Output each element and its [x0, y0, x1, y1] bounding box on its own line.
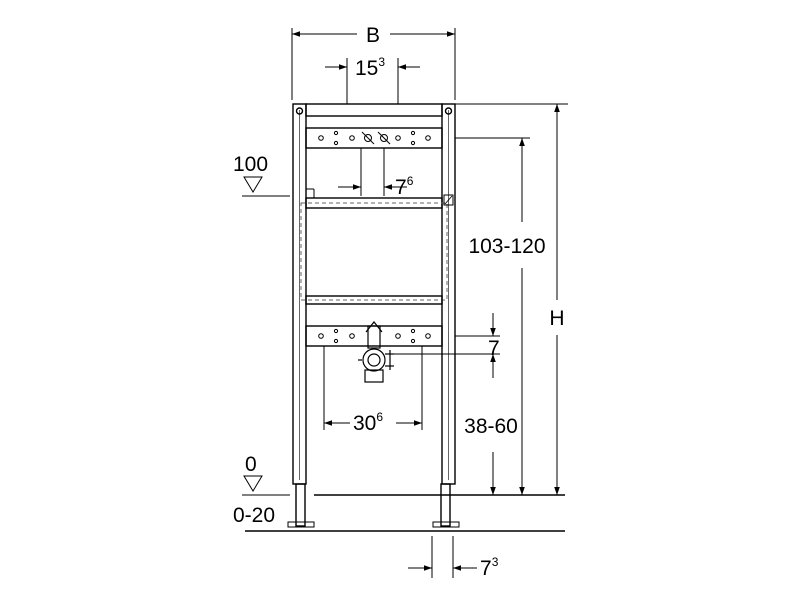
concealed-panel-outline — [300, 202, 448, 301]
label-level-0: 0 — [245, 453, 257, 476]
label-7-lower: 7 — [488, 337, 500, 360]
right-foot — [440, 483, 451, 527]
label-height-h: H — [549, 307, 564, 330]
dimension-height-h — [455, 103, 568, 495]
dimension-7-foot — [408, 536, 477, 578]
installation-frame — [287, 103, 460, 528]
dimension-15 — [325, 58, 420, 104]
label-38-60: 38-60 — [464, 415, 518, 438]
left-foot — [295, 483, 306, 527]
dimension-7-upper — [338, 148, 407, 196]
dimension-103-120 — [455, 137, 530, 495]
level-0-symbol — [243, 475, 263, 492]
lower-mounting-plate — [305, 325, 443, 347]
label-level-0-20: 0-20 — [233, 504, 275, 527]
label-level-100: 100 — [233, 153, 268, 176]
label-30: 306 — [353, 410, 383, 435]
upper-mounting-plate — [305, 127, 443, 149]
supply-pipe — [358, 321, 394, 383]
label-7-upper: 76 — [395, 174, 414, 199]
top-rail — [305, 103, 443, 117]
level-100-symbol — [242, 176, 290, 197]
dimension-30 — [323, 346, 423, 430]
dimension-7-lower — [394, 313, 500, 378]
floor-lines — [242, 494, 565, 532]
label-width-b: B — [366, 24, 380, 47]
label-103-120: 103-120 — [468, 235, 545, 258]
label-7-foot: 73 — [480, 555, 499, 580]
label-15: 153 — [355, 55, 385, 80]
dimension-width-b — [291, 28, 456, 100]
